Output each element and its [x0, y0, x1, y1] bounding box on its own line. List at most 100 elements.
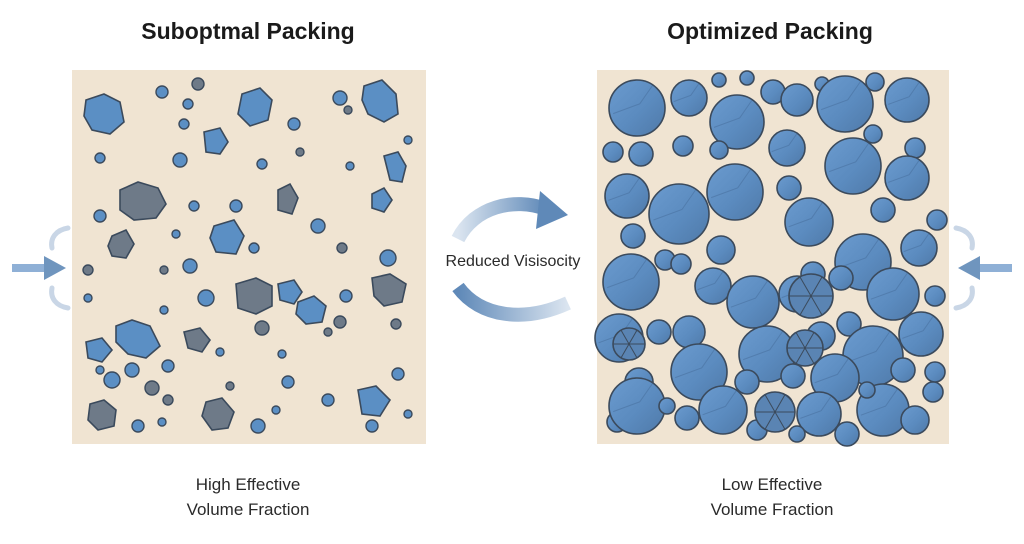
particle	[391, 367, 405, 381]
particle	[379, 249, 397, 267]
sphere	[734, 369, 760, 395]
particle	[271, 405, 281, 415]
sphere-facet	[860, 388, 898, 416]
sphere	[866, 267, 920, 321]
particle	[390, 318, 402, 330]
particle	[183, 327, 211, 353]
particle	[333, 315, 347, 329]
particle	[365, 419, 379, 433]
particle	[188, 200, 200, 212]
sphere	[784, 197, 834, 247]
title-suboptimal: Suboptmal Packing	[141, 18, 355, 44]
sphere	[672, 315, 706, 349]
particle	[295, 147, 305, 157]
particle	[157, 417, 167, 427]
particle	[201, 397, 235, 431]
sphere	[824, 137, 882, 195]
sphere	[672, 135, 694, 157]
sphere	[646, 319, 672, 345]
particle	[281, 375, 295, 389]
sphere	[694, 267, 732, 305]
sphere-facet	[613, 85, 653, 115]
particle	[119, 181, 167, 221]
particle	[343, 105, 353, 115]
sphere-facet	[697, 271, 724, 291]
sphere-facet	[902, 316, 934, 339]
particle	[225, 381, 235, 391]
sphere	[834, 421, 860, 447]
sphere	[602, 141, 624, 163]
particle	[229, 199, 243, 213]
particle	[182, 98, 194, 110]
center-label: Reduced Visisocity	[445, 253, 581, 270]
sphere-facet	[814, 358, 849, 384]
sphere	[884, 77, 930, 123]
sphere	[711, 72, 727, 88]
particle	[357, 385, 392, 417]
sphere	[828, 265, 854, 291]
sphere	[780, 83, 814, 117]
faceted-cluster	[786, 329, 824, 367]
sphere-facet	[870, 272, 908, 300]
sphere	[620, 223, 646, 249]
sphere	[884, 155, 930, 201]
particle	[383, 151, 407, 183]
sphere	[816, 75, 874, 133]
particle	[82, 264, 94, 276]
sphere	[602, 253, 660, 311]
particle	[332, 90, 348, 106]
sphere-group	[594, 70, 948, 447]
particle	[310, 218, 326, 234]
caption-right-line2: Volume Fraction	[710, 500, 834, 519]
sphere	[658, 397, 676, 415]
sphere-facet	[888, 160, 920, 183]
particle	[83, 293, 93, 303]
sphere-facet	[675, 349, 715, 379]
sphere	[604, 173, 650, 219]
particle	[144, 380, 160, 396]
sphere	[706, 235, 736, 265]
sphere	[776, 175, 802, 201]
particle	[87, 399, 117, 431]
particle	[371, 273, 407, 307]
particle	[277, 349, 287, 359]
particle	[182, 258, 198, 274]
particle	[93, 209, 107, 223]
particle	[371, 186, 393, 213]
particle	[403, 135, 413, 145]
sphere	[709, 140, 729, 160]
particle	[237, 87, 273, 127]
particle	[250, 418, 266, 434]
sphere-facet	[608, 178, 640, 201]
sphere	[709, 94, 765, 150]
sphere-facet	[673, 83, 700, 103]
particle	[162, 394, 174, 406]
panel-optimized	[594, 70, 949, 447]
caption-left: High Effective Volume Fraction	[98, 472, 398, 522]
curved-double-arrow-icon	[451, 191, 571, 322]
sphere	[648, 183, 710, 245]
sphere	[698, 385, 748, 435]
sphere-facet	[743, 331, 783, 361]
faceted-cluster	[612, 327, 646, 361]
sphere	[836, 311, 862, 337]
sphere	[900, 229, 938, 267]
sphere	[904, 137, 926, 159]
sphere	[608, 79, 666, 137]
sphere-facet	[847, 331, 890, 363]
packed-spheres	[594, 70, 948, 447]
particle	[107, 228, 135, 259]
title-optimized: Optimized Packing	[667, 18, 873, 44]
sphere-facet	[821, 81, 861, 111]
sphere	[926, 209, 948, 231]
sphere	[628, 141, 654, 167]
particle	[235, 277, 273, 315]
sphere-facet	[903, 233, 930, 253]
sphere	[924, 361, 946, 383]
particle	[83, 93, 125, 135]
inward-arrow-left-icon	[12, 225, 71, 311]
particle	[203, 127, 229, 155]
sphere	[670, 253, 692, 275]
particle	[159, 305, 169, 315]
particle	[171, 229, 181, 239]
